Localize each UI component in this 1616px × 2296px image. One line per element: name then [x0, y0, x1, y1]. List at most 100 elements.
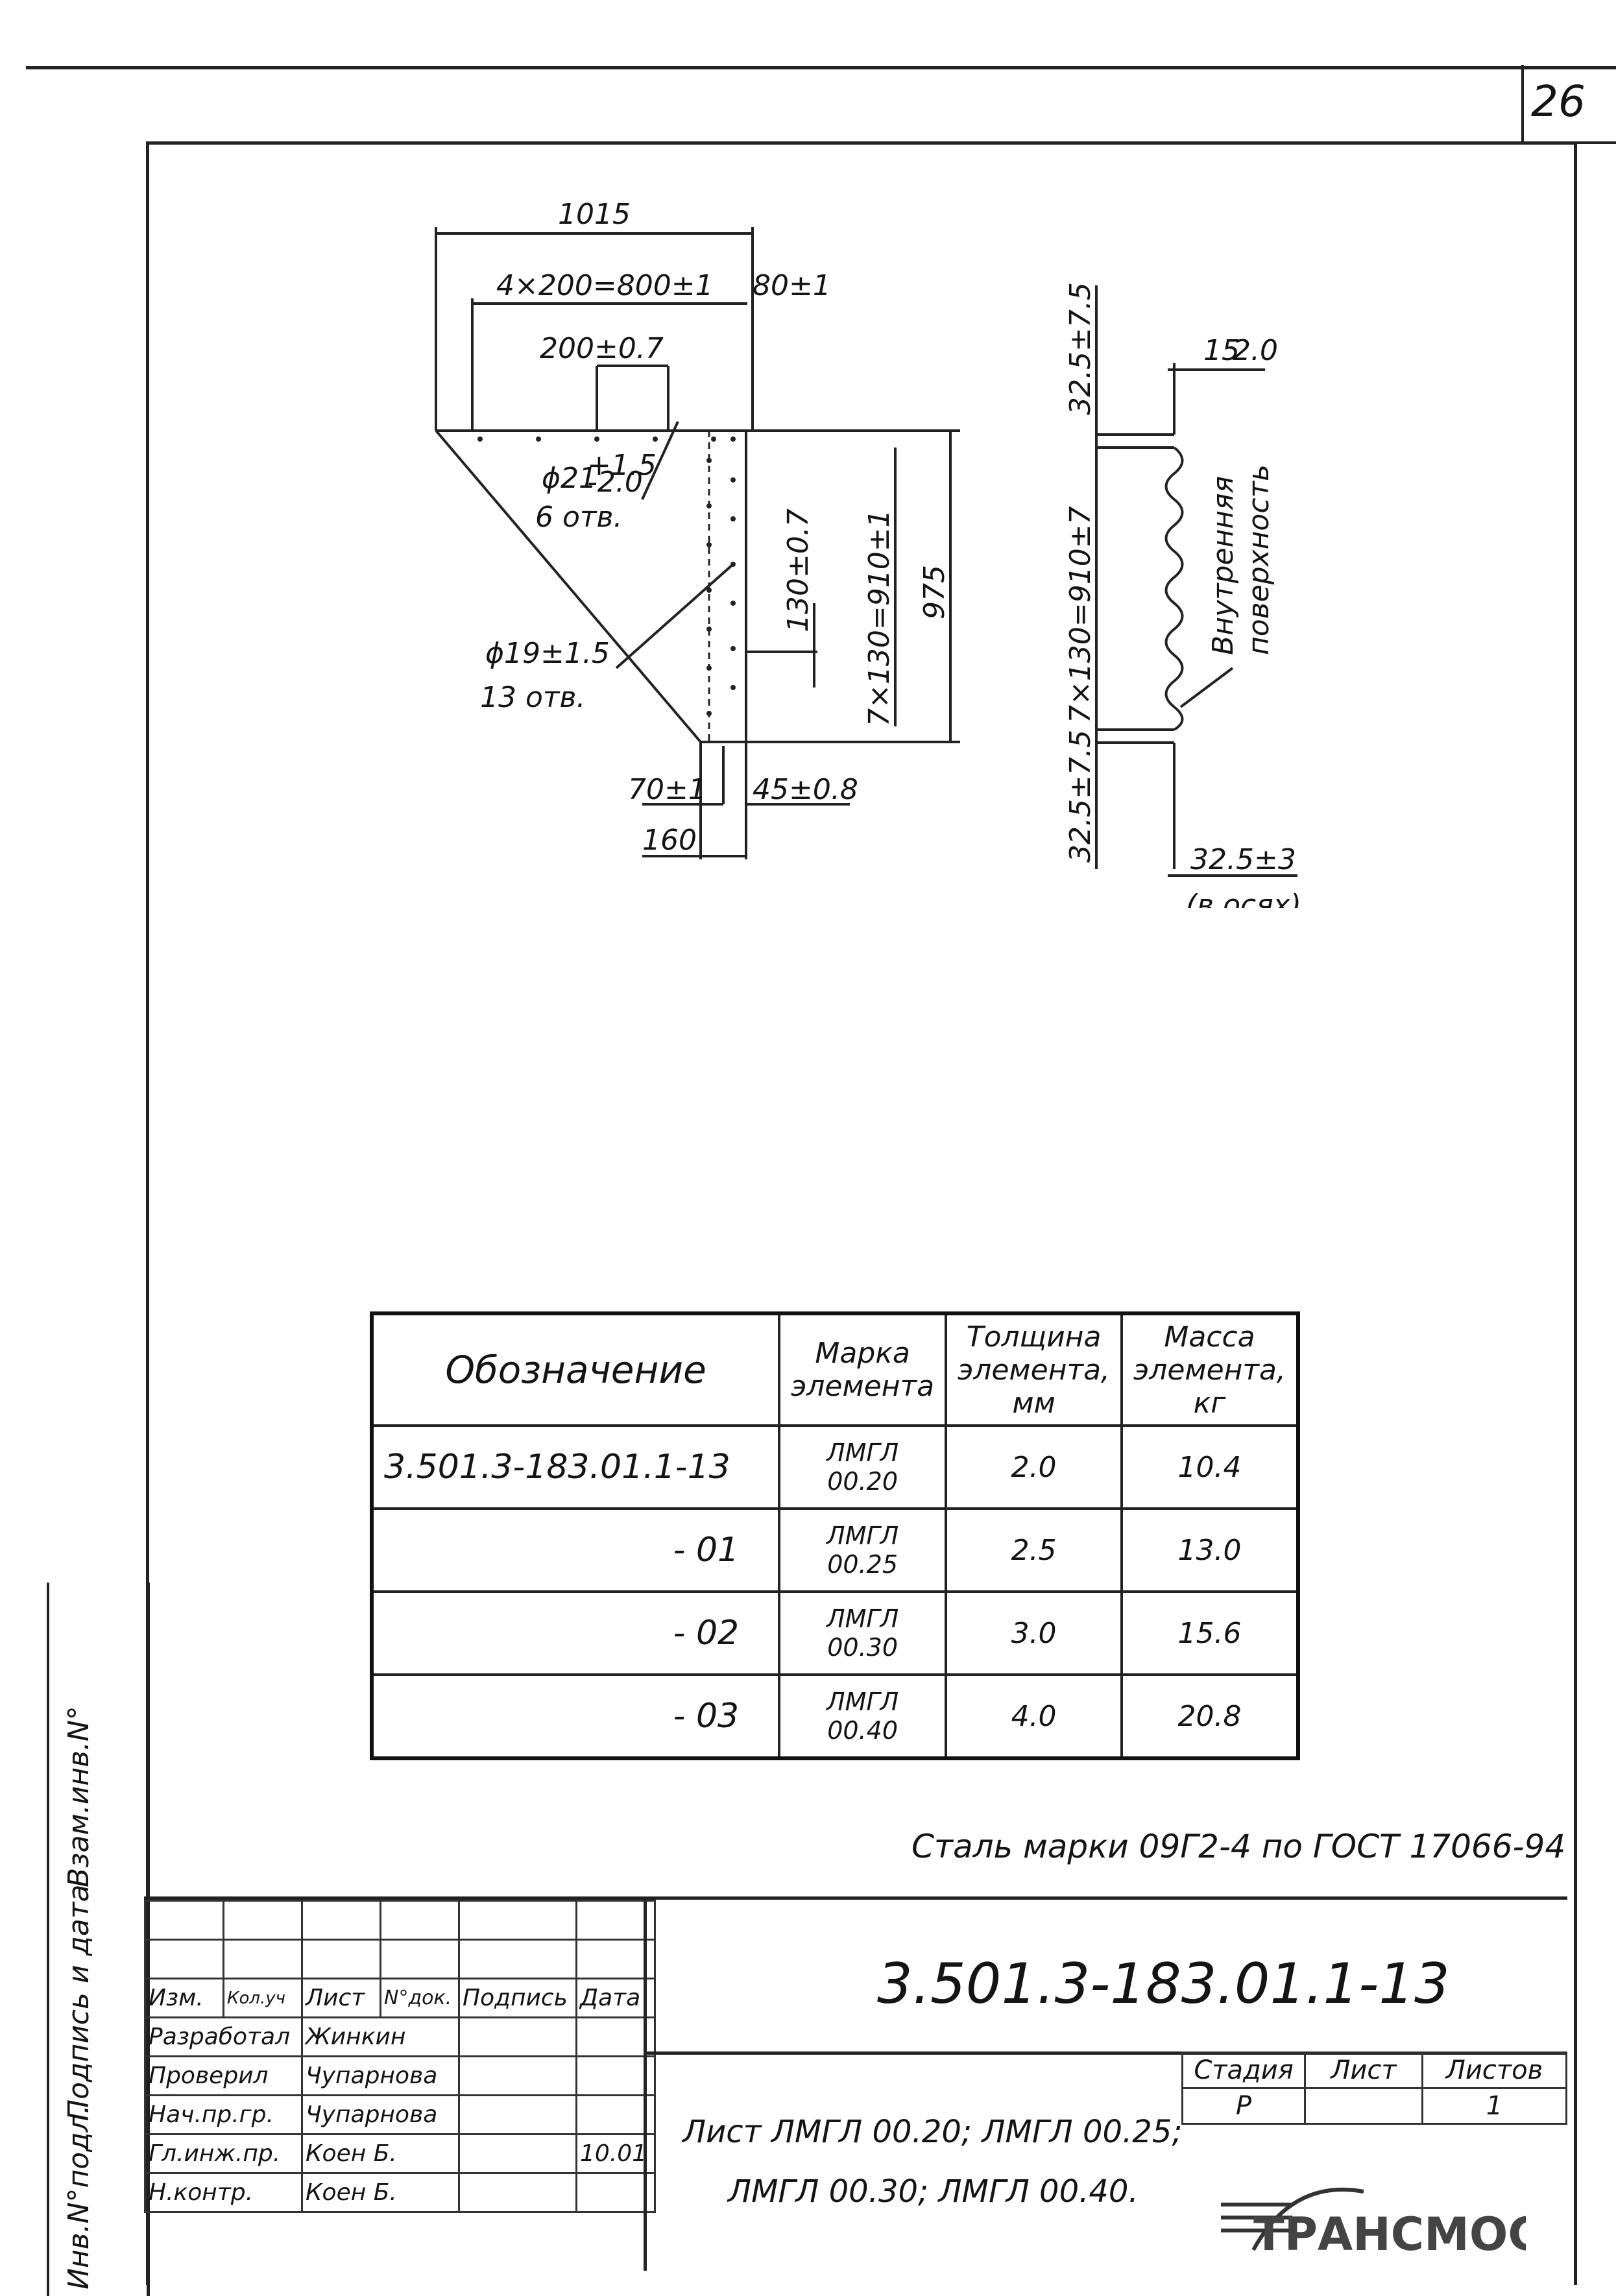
sheet-header: Лист — [1304, 2051, 1423, 2089]
rv-dim-top-label: 32.5±7.5 — [1064, 282, 1097, 415]
role-name: Коен Б. — [301, 2172, 460, 2213]
row-designation: - 01 — [370, 1507, 781, 1593]
row-designation: - 03 — [370, 1673, 781, 1760]
table-row: Стадия Лист Листов — [1181, 2051, 1568, 2089]
role-signature — [458, 2016, 577, 2057]
row-thickness: 2.0 — [945, 1424, 1124, 1510]
dim-160-label: 160 — [642, 824, 697, 857]
dim-80-label: 80±1 — [753, 269, 831, 302]
role-signature — [458, 2094, 577, 2135]
row-mass: 20.8 — [1120, 1673, 1299, 1760]
corrugation-profile — [1164, 446, 1184, 731]
logo-text: ТРАНСМОСТ — [1253, 2208, 1526, 2256]
rv-dim-910-label: 7×130=910±7 — [1064, 506, 1097, 723]
role-name: Чупарнова — [301, 2094, 460, 2135]
dim-200-label: 200±0.7 — [540, 332, 664, 365]
sheet-title-line2: ЛМГЛ 00.30; ЛМГЛ 00.40. — [728, 2173, 1139, 2210]
dim-910-label: 7×130=910±1 — [863, 509, 896, 726]
rv-dim-bottom-label: 32.5±7.5 — [1064, 730, 1097, 863]
side-strip: Инв.N°подл. Подпись и дата Взам.инв.N° — [47, 1583, 150, 2296]
table-row: Гл.инж.пр. Коен Б. 10.01 — [144, 2133, 656, 2174]
role-name: Жинкин — [301, 2016, 460, 2057]
row-mark: ЛМГЛ 00.30 — [778, 1590, 948, 1676]
header-mark-line2: элемента — [791, 1370, 935, 1403]
dim-130-label: 130±0.7 — [782, 508, 815, 632]
role-signature — [458, 2055, 577, 2096]
sheet-value — [1304, 2087, 1423, 2125]
row-designation: - 02 — [370, 1590, 781, 1676]
role-label: Гл.инж.пр. — [144, 2133, 303, 2174]
technical-drawing: 1015 4×200=800±1 80±1 200±0.7 ϕ21 +1.5 -… — [435, 198, 1301, 908]
row-thickness: 3.0 — [945, 1590, 1124, 1676]
row-mark: ЛМГЛ 00.25 — [778, 1507, 948, 1593]
row-mass: 15.6 — [1120, 1590, 1299, 1676]
sheets-header: Листов — [1421, 2051, 1568, 2089]
page-number: 26 — [1531, 77, 1586, 126]
role-name: Чупарнова — [301, 2055, 460, 2096]
table-row: Разработал Жинкин — [144, 2016, 656, 2057]
stage-value: Р — [1181, 2087, 1307, 2125]
rev-header-ndok: N°док. — [380, 1978, 460, 2018]
row-mark: ЛМГЛ 00.20 — [778, 1424, 948, 1510]
rev-header-data: Дата — [575, 1978, 656, 2018]
drawing-frame — [146, 141, 1577, 2285]
sheet-title-line1: Лист ЛМГЛ 00.20; ЛМГЛ 00.25; — [682, 2114, 1183, 2150]
rv-leader-inner — [1179, 667, 1234, 708]
rv-dim-axes-label: 32.5±3 — [1190, 843, 1296, 876]
row-designation: 3.501.3-183.01.1-13 — [370, 1424, 781, 1510]
dim-800-label: 4×200=800±1 — [496, 269, 714, 302]
role-name: Коен Б. — [301, 2133, 460, 2174]
rev-header-podpis: Подпись — [458, 1978, 577, 2018]
table-row: - 01 ЛМГЛ 00.25 2.5 13.0 — [370, 1507, 1299, 1593]
hole-21-tol-upper: +1.5 — [587, 449, 657, 482]
table-row: Проверил Чупарнова — [144, 2055, 656, 2096]
inner-surface-label-1: Внутренняя — [1207, 476, 1240, 655]
leader-19 — [615, 563, 734, 669]
table-row: - 02 ЛМГЛ 00.30 3.0 15.6 — [370, 1590, 1299, 1676]
hole-21-count: 6 отв. — [535, 501, 622, 534]
role-date — [575, 2172, 656, 2213]
role-label: Проверил — [144, 2055, 303, 2096]
steel-grade-note: Сталь марки 09Г2-4 по ГОСТ 17066-94 — [911, 1828, 1566, 1865]
header-mass-line2: элемента, — [1133, 1353, 1286, 1387]
stage-table: Стадия Лист Листов Р 1 — [1181, 2051, 1568, 2125]
sheet-top-border — [26, 66, 1616, 69]
document-code: 3.501.3-183.01.1-13 — [877, 1952, 1450, 2016]
header-mark-line1: Марка — [815, 1337, 910, 1370]
hole-21-label: ϕ21 — [542, 462, 597, 495]
side-label-inv-no: Инв.N°подл. — [62, 2105, 95, 2290]
title-block: Изм. Кол.уч Лист N°док. Подпись Дата Раз… — [144, 1896, 1568, 2271]
sheets-value: 1 — [1421, 2087, 1568, 2125]
revision-table: Изм. Кол.уч Лист N°док. Подпись Дата Раз… — [144, 1900, 656, 2213]
leader-21 — [641, 421, 679, 500]
role-signature — [458, 2172, 577, 2213]
row-mark: ЛМГЛ 00.40 — [778, 1673, 948, 1760]
rev-header-list: Лист — [301, 1978, 381, 2018]
role-date — [575, 2016, 656, 2057]
row-mass: 13.0 — [1120, 1507, 1299, 1593]
role-signature — [458, 2133, 577, 2174]
dim-975-label: 975 — [918, 565, 951, 619]
row-mass: 10.4 — [1120, 1424, 1299, 1510]
header-thickness-line1: Толщина — [966, 1320, 1102, 1354]
table-row: Нач.пр.гр. Чупарнова — [144, 2094, 656, 2135]
stage-header: Стадия — [1181, 2051, 1307, 2089]
spec-table-header: Обозначение Марка элемента Толщина элеме… — [370, 1312, 1299, 1427]
title-block-divider — [644, 1900, 647, 2271]
hole-19-count: 13 отв. — [480, 681, 585, 714]
rv-dim-15-label: 15 — [1203, 334, 1240, 367]
table-row: 3.501.3-183.01.1-13 ЛМГЛ 00.20 2.0 10.4 — [370, 1424, 1299, 1510]
table-row — [144, 1939, 656, 1979]
dim-45-label: 45±0.8 — [753, 773, 858, 806]
inner-surface-label-2: поверхность — [1242, 464, 1275, 655]
row-thickness: 4.0 — [945, 1673, 1124, 1760]
table-row: - 03 ЛМГЛ 00.40 4.0 20.8 — [370, 1673, 1299, 1760]
rev-header-row: Изм. Кол.уч Лист N°док. Подпись Дата — [144, 1978, 656, 2018]
hole-21-tol-lower: -2.0 — [587, 466, 643, 499]
header-designation: Обозначение — [370, 1312, 781, 1427]
title-block-hline — [644, 2051, 1567, 2055]
hole-19-label: ϕ19±1.5 — [485, 637, 610, 670]
row-thickness: 2.5 — [945, 1507, 1124, 1593]
rv-dim-15-sub: 2.0 — [1233, 334, 1278, 367]
role-label: Н.контр. — [144, 2172, 303, 2213]
